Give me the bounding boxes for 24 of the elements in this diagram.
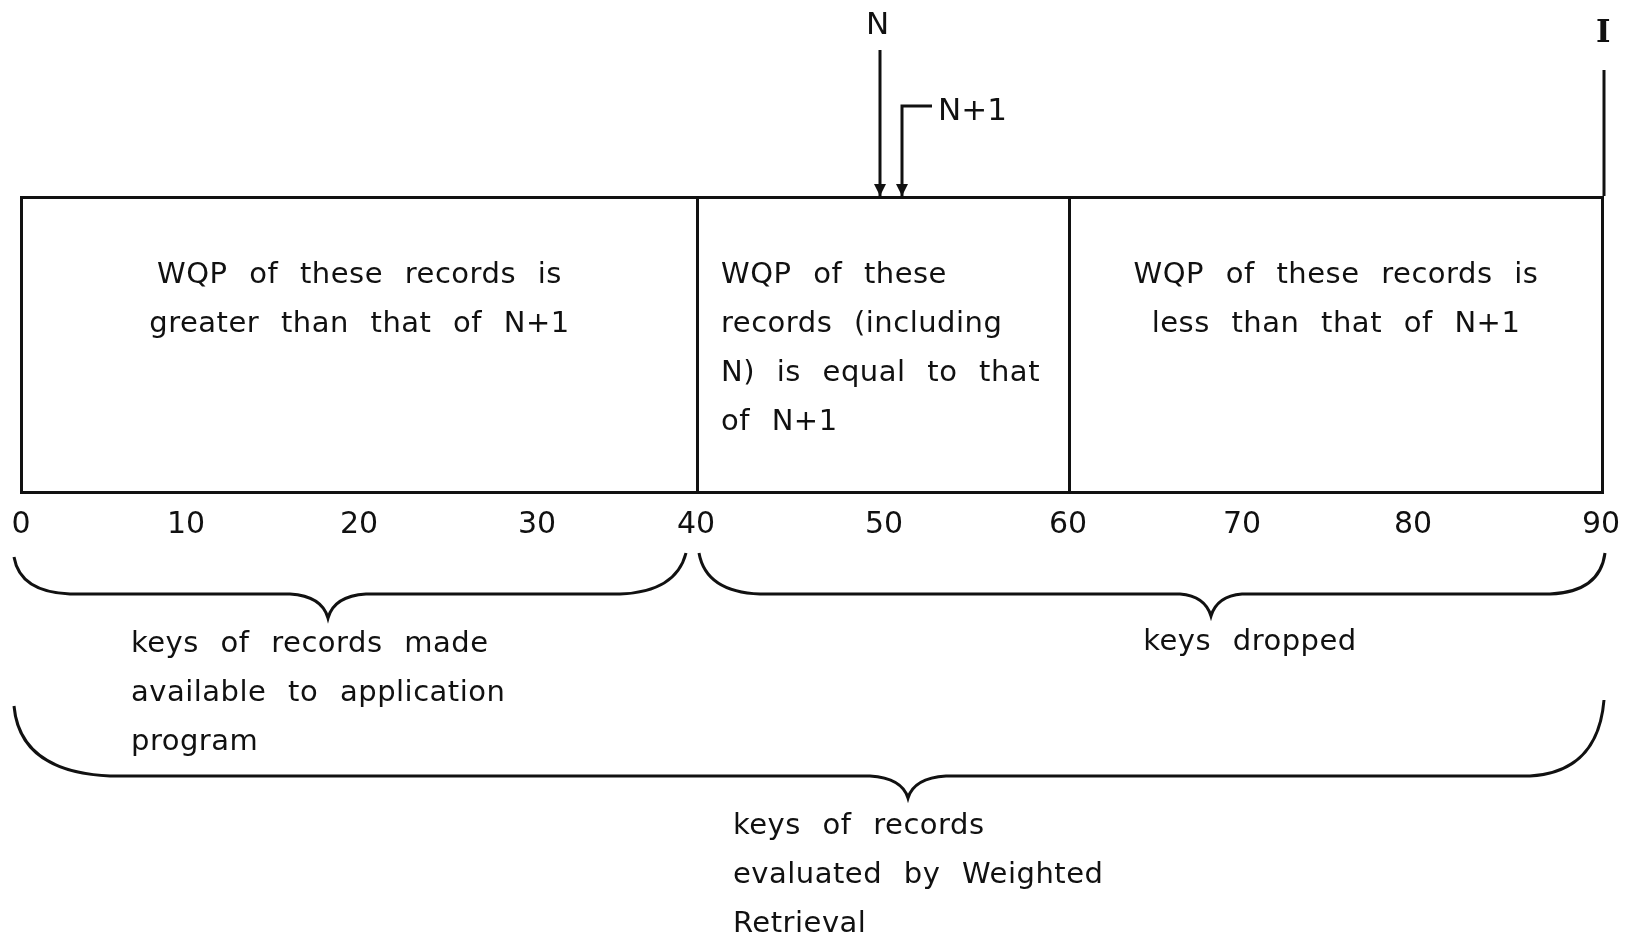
scale-number: 80 — [1393, 506, 1433, 540]
pointer-label: I — [1596, 14, 1611, 48]
brace-label: keys of records made available to application program — [131, 624, 507, 759]
arrow — [874, 50, 886, 196]
scale-number: 20 — [339, 506, 379, 540]
pointer-label: N — [866, 6, 890, 40]
scale-number: 70 — [1222, 506, 1262, 540]
scale-number: 40 — [676, 506, 716, 540]
box-text: WQP of these records is greater than that of N+1 — [148, 255, 571, 341]
scale-number: 30 — [517, 506, 557, 540]
brace-label: keys of records evaluated by Weighted Retrieval — [733, 806, 1105, 941]
scale-number: 60 — [1048, 506, 1088, 540]
record-range-box — [696, 196, 1071, 494]
scale-number: 50 — [864, 506, 904, 540]
pointer-label: N+1 — [938, 92, 1007, 126]
record-range-box — [20, 196, 699, 494]
box-text: WQP of these records (including N) is equal to that of N+1 — [721, 255, 1041, 439]
scale-number: 10 — [166, 506, 206, 540]
scale-number: 90 — [1581, 506, 1621, 540]
scale-number: 0 — [11, 506, 31, 540]
box-text: WQP of these records is less than that of N+1 — [1132, 255, 1540, 341]
arrow — [896, 104, 932, 196]
record-range-box — [1068, 196, 1604, 494]
brace-label: keys dropped — [1142, 622, 1358, 659]
